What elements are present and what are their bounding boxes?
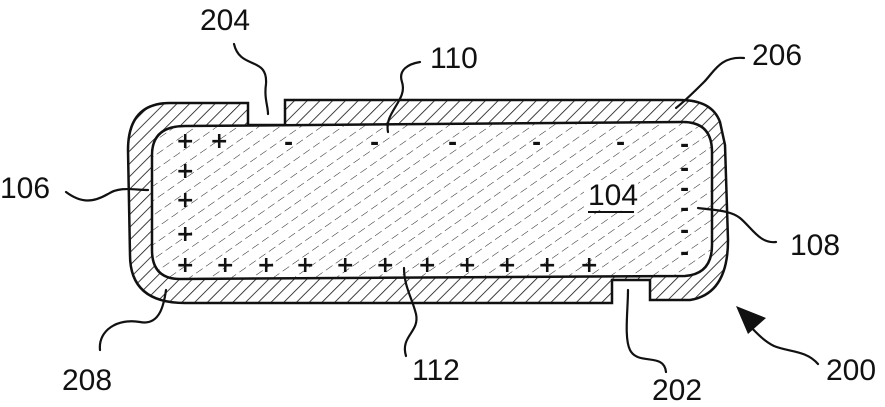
plus-sign: +: [458, 253, 476, 278]
minus-sign: -: [680, 241, 689, 266]
label-104: 104: [588, 179, 638, 212]
plus-sign: +: [296, 253, 314, 278]
plus-sign: +: [176, 222, 194, 247]
plus-sign: +: [336, 253, 354, 278]
minus-sign: -: [284, 131, 293, 156]
leader-200: [746, 322, 818, 364]
arrowhead-200: [736, 306, 766, 334]
minus-sign: -: [370, 131, 379, 156]
plus-sign: +: [376, 253, 394, 278]
plus-sign: +: [538, 253, 556, 278]
plus-sign: +: [176, 253, 194, 278]
leader-202: [627, 290, 666, 372]
plus-sign: +: [176, 129, 194, 154]
plus-sign: +: [176, 188, 194, 213]
label-200: 200: [826, 354, 876, 387]
plus-sign: +: [498, 253, 516, 278]
plus-sign: +: [257, 253, 275, 278]
plus-sign: +: [216, 253, 234, 278]
label-110: 110: [430, 42, 478, 75]
label-208: 208: [62, 364, 112, 397]
minus-sign: -: [616, 131, 625, 156]
label-204: 204: [200, 4, 250, 37]
minus-sign: -: [680, 133, 689, 158]
plus-sign: +: [210, 129, 228, 154]
leader-206: [676, 58, 744, 108]
plus-sign: +: [176, 159, 194, 184]
plus-sign: +: [580, 253, 598, 278]
label-108: 108: [790, 229, 840, 262]
label-112: 112: [412, 354, 460, 387]
label-202: 202: [652, 374, 702, 407]
minus-sign: -: [448, 131, 457, 156]
plus-sign: +: [418, 253, 436, 278]
minus-sign: -: [532, 131, 541, 156]
label-206: 206: [752, 39, 802, 72]
label-106: 106: [0, 172, 50, 205]
